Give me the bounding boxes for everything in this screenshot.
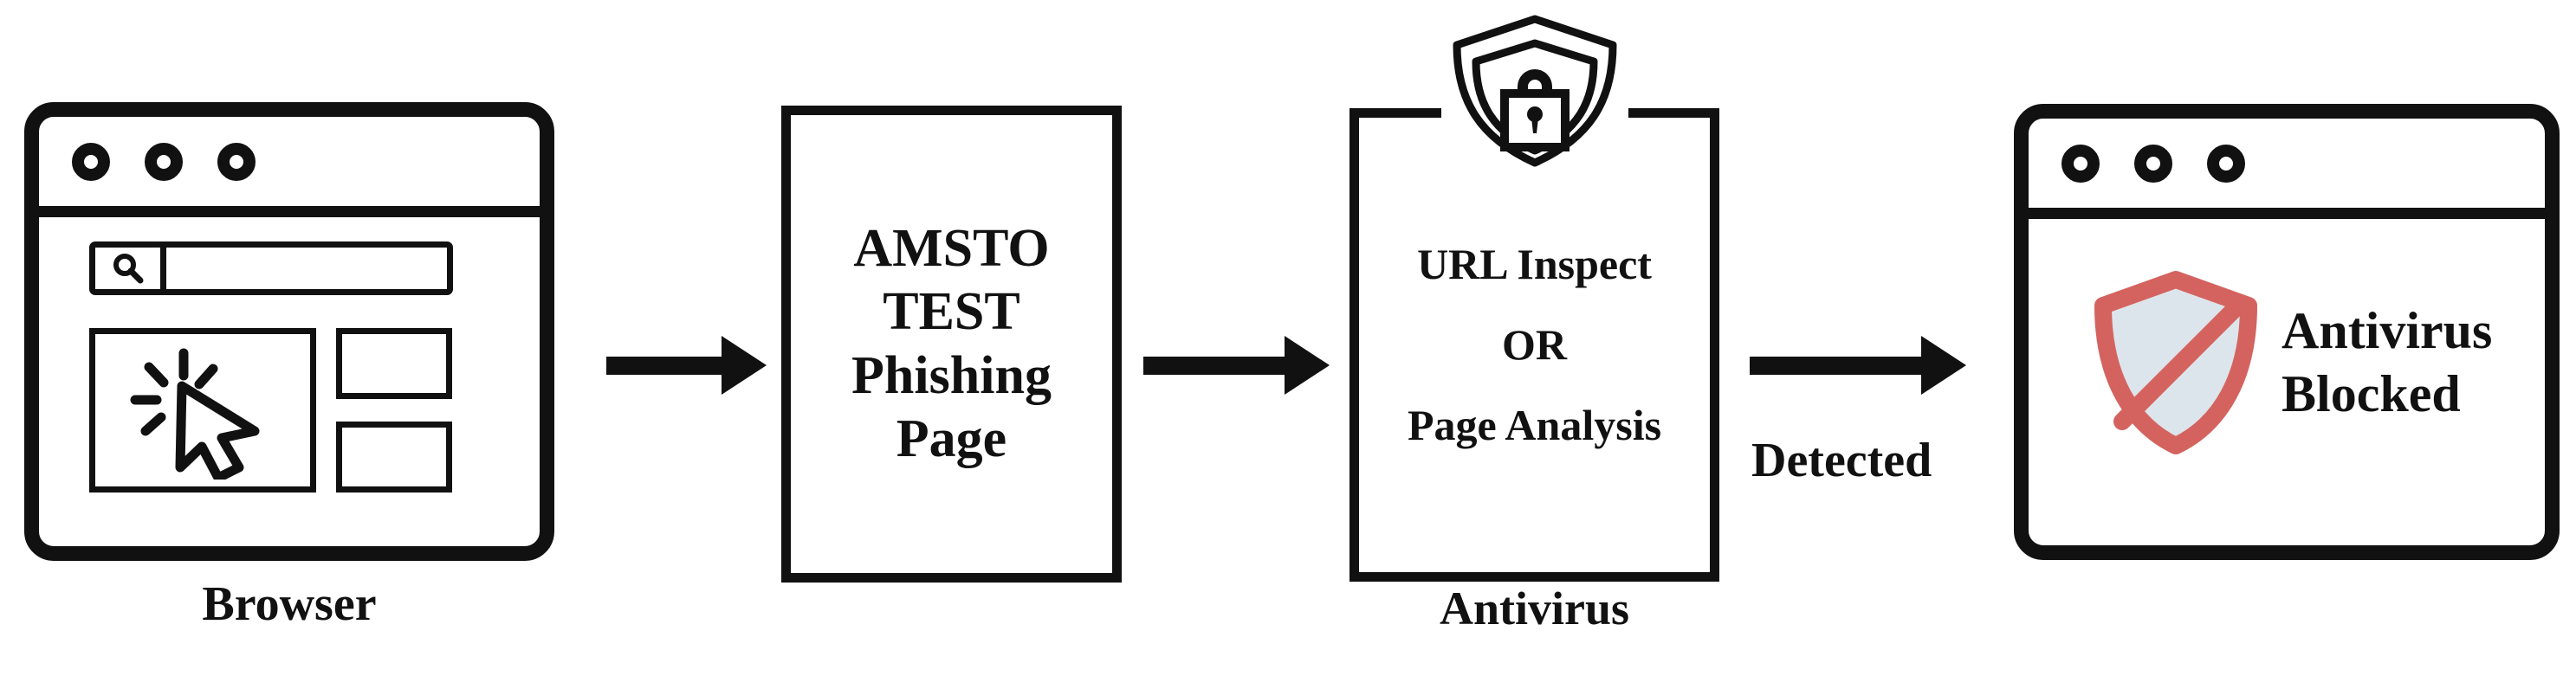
page-content-block <box>89 328 316 493</box>
antivirus-box: URL Inspect OR Page Analysis <box>1349 108 1719 582</box>
arrow-head <box>722 336 767 395</box>
shield-blocked-icon <box>2094 271 2257 454</box>
search-bar[interactable] <box>89 241 453 295</box>
arrow-head <box>1921 336 1966 395</box>
search-input[interactable] <box>166 248 447 289</box>
phishing-page-line: TEST <box>883 282 1020 342</box>
browser-titlebar <box>2029 119 2545 219</box>
arrow-head <box>1285 336 1330 395</box>
blocked-line: Blocked <box>2282 365 2461 422</box>
browser-titlebar <box>39 117 540 217</box>
antivirus-line: Page Analysis <box>1407 401 1662 449</box>
phishing-page-line: AMSTO <box>853 219 1050 279</box>
antivirus-line: URL Inspect <box>1417 240 1652 288</box>
arrow-browser-to-phishing <box>606 336 767 395</box>
phishing-page-box: AMSTO TEST Phishing Page <box>781 106 1122 583</box>
window-dot-icon <box>2134 144 2172 183</box>
phishing-page-line: Page <box>896 409 1007 468</box>
blocked-content-area: Antivirus Blocked <box>2029 219 2545 545</box>
arrow-label-detected: Detected <box>1751 434 1932 487</box>
browser-caption: Browser <box>202 577 377 631</box>
arrow-phishing-to-antivirus <box>1143 336 1330 395</box>
phishing-page-line: Phishing <box>851 345 1052 405</box>
blocked-message: Antivirus Blocked <box>2089 269 2492 456</box>
blocked-result-window: Antivirus Blocked <box>2014 104 2560 560</box>
arrow-shaft <box>1750 356 1923 375</box>
arrow-antivirus-to-blocked <box>1750 336 1966 395</box>
arrow-shaft <box>1143 356 1286 375</box>
arrow-shaft <box>606 356 723 375</box>
window-dot-icon <box>72 142 110 181</box>
window-dot-icon <box>145 142 183 181</box>
blocked-text: Antivirus Blocked <box>2282 299 2492 426</box>
window-dot-icon <box>2207 144 2245 183</box>
mouse-cursor-click-icon <box>130 348 260 480</box>
page-sidebar-block <box>336 328 452 399</box>
antivirus-caption: Antivirus <box>1439 583 1630 634</box>
page-sidebar-block <box>336 422 452 493</box>
browser-content-area <box>39 217 540 546</box>
search-icon[interactable] <box>95 248 166 289</box>
antivirus-line: OR <box>1502 320 1567 369</box>
window-dot-icon <box>2061 144 2100 183</box>
window-dot-icon <box>217 142 256 181</box>
shield-lock-icon <box>1441 7 1628 171</box>
browser-window <box>24 102 554 561</box>
blocked-line: Antivirus <box>2282 301 2493 359</box>
